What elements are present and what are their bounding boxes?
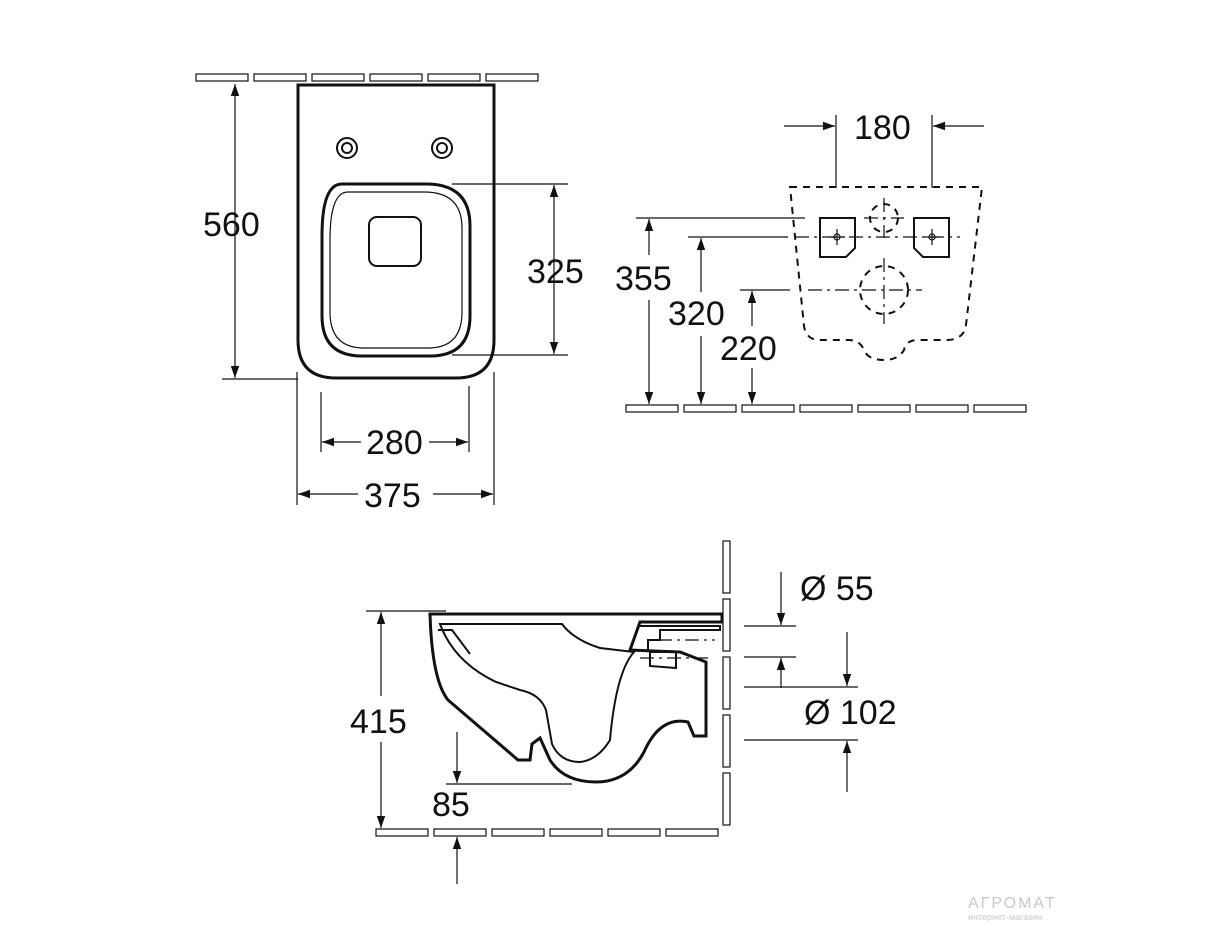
side-floor <box>375 828 719 837</box>
bowl-outline <box>296 83 496 380</box>
dim-outlet-diameter-label: Ø 102 <box>804 694 897 732</box>
bowl-side-outer <box>428 612 724 784</box>
watermark-tagline: интернет-магазин <box>968 912 1042 922</box>
side-view: 415 85 Ø 55 Ø 102 <box>350 540 897 884</box>
seat-outline <box>320 182 472 358</box>
top-view: 560 325 280 375 <box>195 73 584 515</box>
outlet-connector <box>649 651 677 670</box>
watermark-logo: АГРОМАТ интернет-магазин <box>968 895 1057 922</box>
dim-side-height-label: 415 <box>350 703 407 741</box>
inlet-circle <box>864 198 904 238</box>
dim-outlet-diameter: Ø 102 <box>744 632 897 792</box>
dim-width-label: 375 <box>364 477 421 515</box>
flush-outlet <box>368 216 422 267</box>
inlet-connector <box>640 625 721 650</box>
dim-seat-length-label: 325 <box>527 253 584 291</box>
dim-height-320-label: 320 <box>668 295 725 333</box>
bracket-left <box>819 217 856 258</box>
dim-bolt-spacing-label: 180 <box>854 109 911 147</box>
dim-inlet-diameter-label: Ø 55 <box>800 570 874 608</box>
rear-floor <box>625 404 1027 413</box>
dim-seat-width-label: 280 <box>366 424 423 462</box>
mounting-outline <box>788 186 984 362</box>
dim-height-355: 355 <box>615 217 805 404</box>
dim-trap-height-label: 85 <box>432 786 470 824</box>
dim-height-220-label: 220 <box>720 330 777 368</box>
watermark-brand: АГРОМАТ <box>968 895 1057 912</box>
bolt-hole-right <box>431 137 453 159</box>
rear-view: 180 355 320 220 <box>615 109 1027 413</box>
bowl-side-inner <box>438 623 637 764</box>
dim-length-label: 560 <box>203 206 260 244</box>
side-wall <box>722 540 731 826</box>
dim-bolt-spacing: 180 <box>784 109 984 188</box>
outlet-circle <box>808 258 922 324</box>
dim-seat-width: 280 <box>320 386 470 462</box>
dim-inlet-diameter: Ø 55 <box>744 570 874 688</box>
bolt-hole-left <box>336 137 358 159</box>
dim-height-355-label: 355 <box>615 260 672 298</box>
dim-seat-length: 325 <box>452 183 584 356</box>
dim-height-320: 320 <box>668 236 788 404</box>
dim-width: 375 <box>296 372 495 515</box>
dim-trap-height: 85 <box>432 732 572 884</box>
rim-fold <box>438 629 471 655</box>
top-wall <box>195 73 539 82</box>
dim-height-220: 220 <box>720 289 790 404</box>
bracket-right <box>913 217 950 258</box>
dim-side-height: 415 <box>350 610 446 828</box>
dim-length: 560 <box>203 84 298 380</box>
seat-inner-outline <box>329 191 463 349</box>
